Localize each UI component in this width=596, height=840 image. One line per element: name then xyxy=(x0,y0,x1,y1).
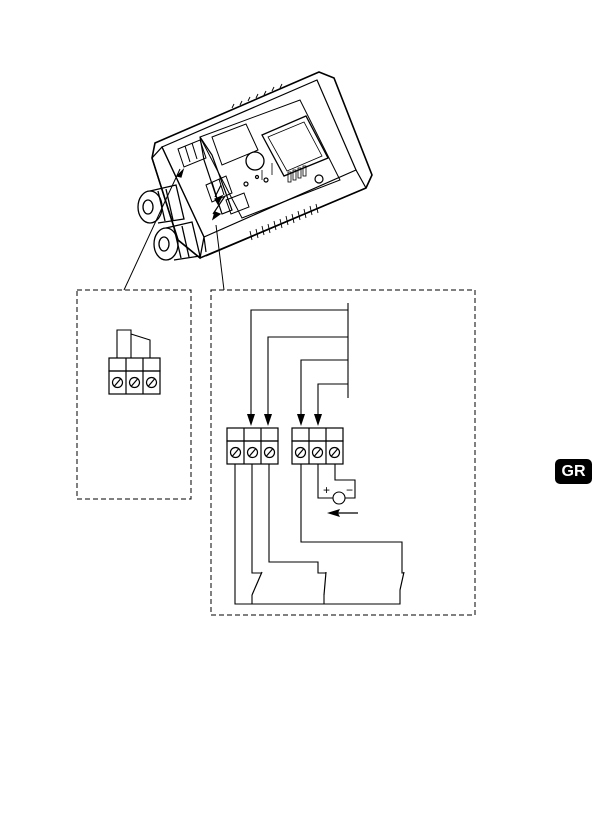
housing-outline xyxy=(152,72,372,258)
leader-line-right xyxy=(216,225,224,290)
terminal-screw-icon xyxy=(113,378,157,388)
terminal-block-1 xyxy=(227,428,278,464)
cable-gland-upper xyxy=(138,185,184,223)
dc-source-icon xyxy=(333,492,345,504)
battery-minus-label: − xyxy=(346,483,353,497)
right-panel: + − xyxy=(211,290,475,615)
battery-plus-label: + xyxy=(323,483,330,497)
housing-side xyxy=(204,170,372,256)
capacitor xyxy=(246,152,264,170)
left-terminal-block xyxy=(109,358,160,371)
terminal-screw-icon xyxy=(296,448,340,458)
incoming-wires xyxy=(251,303,348,418)
terminal-block-2 xyxy=(292,428,343,464)
switch-wiring xyxy=(235,464,404,604)
inner-terminal-right xyxy=(206,176,249,214)
transformer-pins xyxy=(288,166,306,182)
language-badge: GR xyxy=(555,459,592,484)
flow-arrow-icon xyxy=(327,509,358,517)
circuit-board xyxy=(200,100,340,218)
relay-contact-icon xyxy=(252,572,404,595)
inner-terminal-left xyxy=(178,140,206,167)
left-panel xyxy=(77,290,191,499)
device-illustration xyxy=(138,72,372,260)
terminal-screw-icon xyxy=(231,448,275,458)
cable-gland-lower xyxy=(154,222,200,260)
housing-top-ribs xyxy=(232,84,282,108)
wire-arrowheads xyxy=(247,414,322,426)
bridge-wire xyxy=(117,330,150,358)
